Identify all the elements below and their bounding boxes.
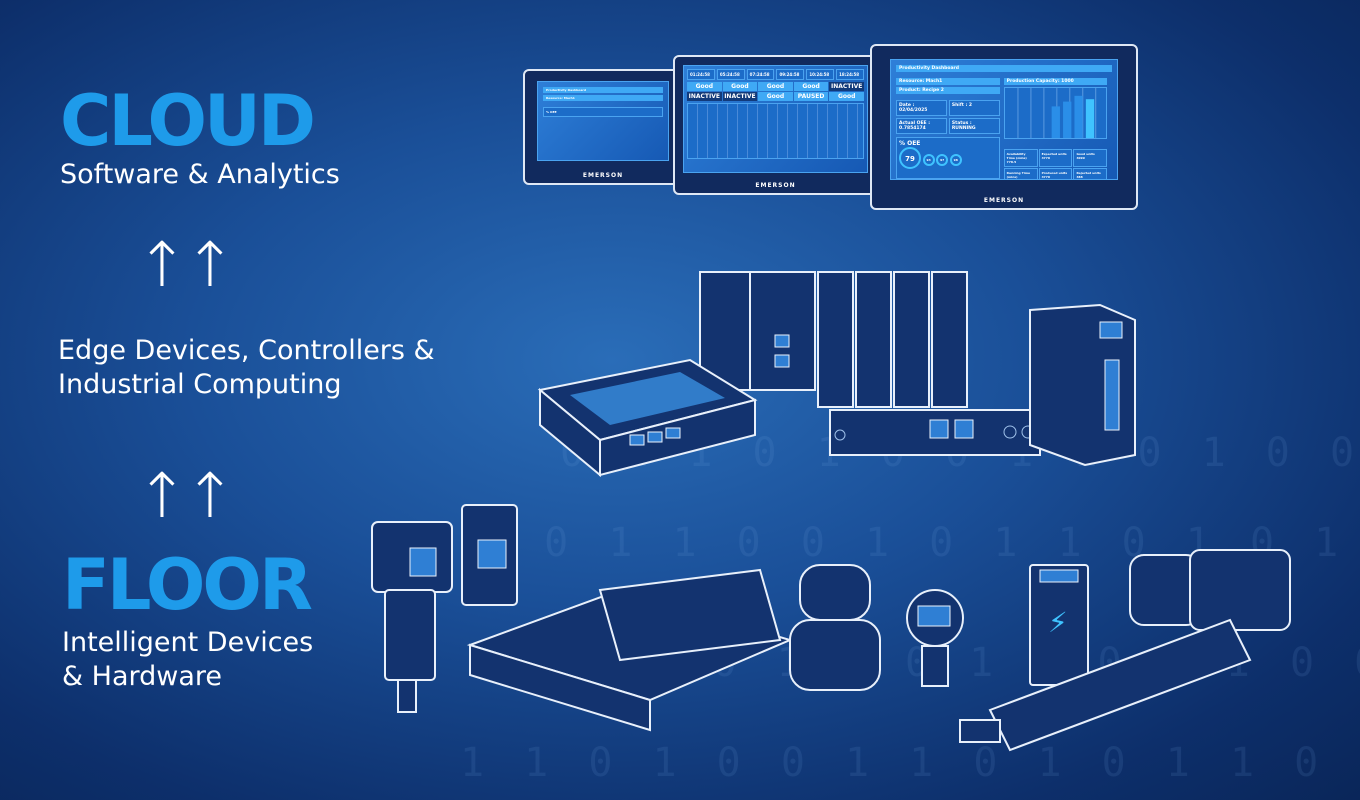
- capacity-chart: [1003, 87, 1108, 140]
- date-field: Date : 02/04/2025: [896, 100, 947, 116]
- time-cell: 10:24:58: [806, 69, 835, 80]
- pressure-transmitter: [906, 589, 964, 687]
- monitor-dashboard: Productivity Dashboard Resource: Mach1 P…: [870, 44, 1138, 210]
- emerson-logo: EMERSON: [983, 197, 1025, 204]
- stat-label: Good units: [1076, 152, 1095, 156]
- stat-value: 4770: [1041, 175, 1050, 179]
- oee-label: % OEE: [543, 107, 663, 117]
- oee-actual: Actual OEE : 0.7854174: [896, 118, 947, 134]
- time-cell: 05:24:58: [716, 69, 745, 80]
- fanless-edge-computer: [1029, 303, 1136, 467]
- arrow-up-icon: ↑↑: [136, 228, 236, 301]
- edge-label-line1: Edge Devices, Controllers &: [58, 335, 435, 366]
- emerson-logo: EMERSON: [755, 182, 796, 189]
- gauge: 97: [936, 154, 949, 166]
- status-field: Status : RUNNING: [948, 118, 1000, 134]
- valve-manifold: [466, 568, 793, 732]
- gauge: 93: [922, 154, 935, 166]
- controller-rack: [699, 271, 968, 408]
- timeline-charts: [687, 103, 864, 159]
- cloud-subtitle: Software & Analytics: [60, 159, 340, 190]
- floor-label-line1: Intelligent Devices: [62, 627, 314, 658]
- stat-label: Produced units: [1041, 171, 1068, 175]
- status-cell: Good: [829, 92, 864, 101]
- capacity-bar: [1074, 95, 1083, 140]
- binary-pattern: 1 1 0 1 0 0 1 1 0 1 0 1 1 0: [460, 740, 1327, 786]
- dashboard-resource: Resource: Mach1: [896, 78, 1000, 85]
- dashboard-resource: Resource: Mach1: [543, 95, 663, 101]
- capacity-bar: [1062, 101, 1072, 140]
- time-cell: 09:24:58: [776, 69, 805, 80]
- oee-label: % OEE: [899, 140, 921, 147]
- status-cell: Good: [758, 92, 793, 101]
- time-cell: 01:24:58: [687, 69, 715, 80]
- status-cell: PAUSED: [793, 92, 829, 101]
- capacity-label: Production Capacity: 1000: [1003, 78, 1108, 85]
- power-supply: ⚡: [1029, 564, 1089, 686]
- capacity-bar: [1085, 99, 1094, 140]
- solenoid-valve: [789, 564, 881, 691]
- status-cell: INACTIVE: [829, 82, 864, 91]
- status-cell: INACTIVE: [722, 92, 758, 101]
- stat-label: Rejected units: [1076, 171, 1101, 175]
- stat-value: 778.5: [1006, 160, 1017, 164]
- stat-label: Running Time (mins): [1006, 171, 1030, 179]
- stat-label: Availability Time (mins): [1006, 152, 1027, 160]
- stat-label: Expected units: [1041, 152, 1067, 156]
- emerson-logo: EMERSON: [582, 172, 624, 179]
- edge-label-line2: Industrial Computing: [58, 369, 342, 400]
- status-cell: Good: [793, 82, 829, 91]
- shift-field: Shift : 2: [948, 100, 1000, 116]
- stat-value: 4770: [1041, 156, 1050, 160]
- industrial-pc: [829, 409, 1041, 456]
- monitor-timeline: 01:24:58 05:24:58 07:24:58 09:24:58 10:2…: [673, 55, 878, 195]
- floor-label-line2: & Hardware: [62, 661, 222, 692]
- status-cell: Good: [722, 82, 758, 91]
- monitor-small: Productivity Dashboard Resource: Mach1 %…: [523, 69, 683, 185]
- status-cell: Good: [758, 82, 793, 91]
- stat-cell: Availability Time (mins)778.5: [1003, 149, 1038, 167]
- arrow-up-icon: ↑↑: [136, 459, 236, 532]
- floor-title: FLOOR: [62, 544, 313, 626]
- lightning-icon: ⚡: [1048, 606, 1068, 639]
- dashboard-title: Productivity Dashboard: [896, 65, 1112, 72]
- cloud-title: CLOUD: [60, 80, 316, 162]
- capacity-bar: [1051, 106, 1060, 140]
- electric-actuator: [959, 549, 1291, 752]
- oee-gauge: 79: [899, 147, 921, 169]
- gauge: 98: [949, 154, 962, 166]
- dashboard-product: Product: Recipe 2: [896, 87, 1000, 94]
- time-cell: 18:24:58: [836, 69, 864, 80]
- stat-value: 4099: [1076, 156, 1085, 160]
- filter-regulator: [371, 504, 518, 713]
- status-cell: Good: [687, 82, 722, 91]
- dashboard-title: Productivity Dashboard: [543, 87, 663, 93]
- stat-value: 488: [1076, 175, 1083, 179]
- time-cell: 07:24:58: [746, 69, 775, 80]
- status-cell: INACTIVE: [687, 92, 722, 101]
- stat-cell: Running Time (mins)150: [1003, 168, 1038, 179]
- edge-gateway-box: [537, 358, 758, 478]
